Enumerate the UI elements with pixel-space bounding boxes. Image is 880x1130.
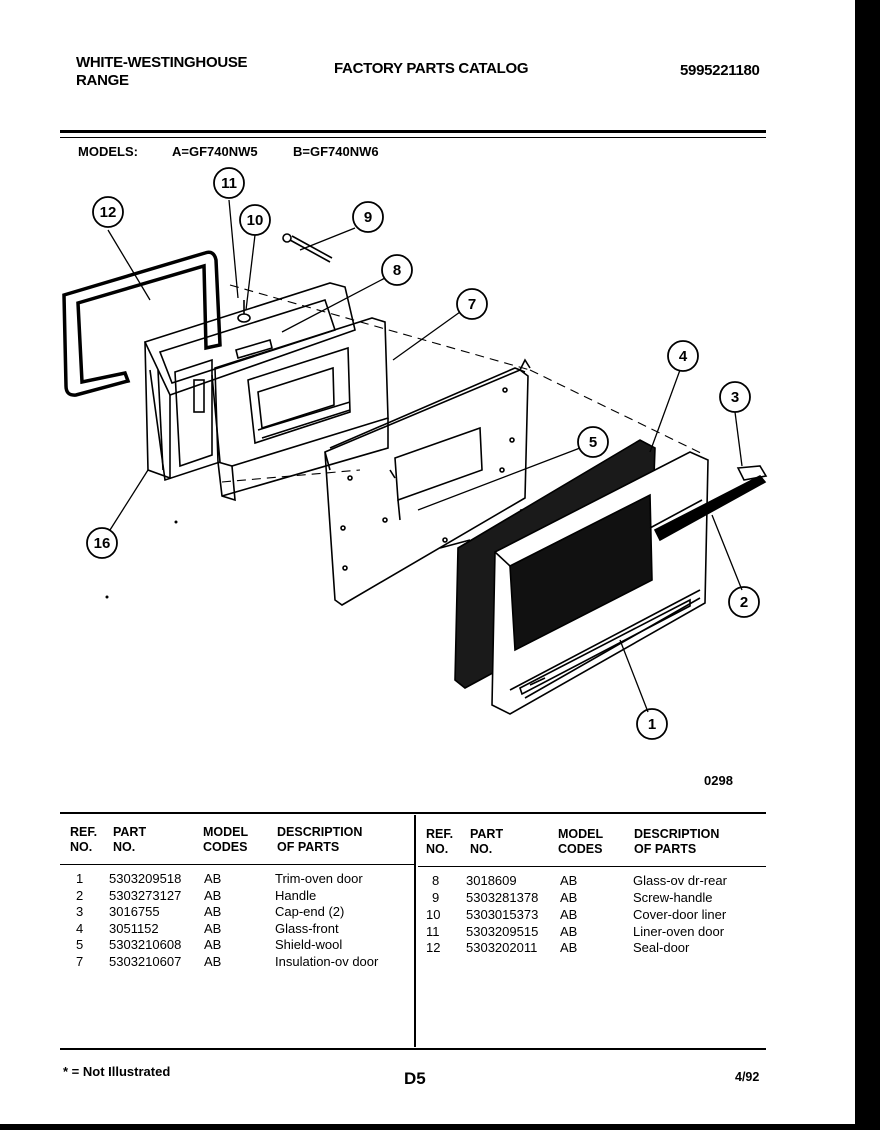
part-cap-end bbox=[736, 465, 768, 481]
not-illustrated-note: * = Not Illustrated bbox=[63, 1064, 171, 1079]
header-rule-thick bbox=[60, 130, 766, 133]
part-liner-oven-door bbox=[143, 282, 356, 482]
callout-1: 1 bbox=[648, 716, 656, 733]
part-handle bbox=[649, 474, 767, 542]
callout-12: 12 bbox=[100, 204, 117, 221]
part-screw-handle bbox=[282, 233, 333, 263]
exploded-parts-diagram: 12 11 10 9 8 7 5 4 3 2 1 16 bbox=[62, 167, 768, 740]
callout-3: 3 bbox=[731, 389, 739, 406]
page-edge-bottom bbox=[0, 1124, 880, 1130]
model-a: A=GF740NW5 bbox=[172, 144, 258, 159]
revision-date: 4/92 bbox=[735, 1070, 760, 1084]
left-header-ref: REF.NO. bbox=[70, 825, 98, 854]
callout-11: 11 bbox=[221, 175, 237, 192]
model-b: B=GF740NW6 bbox=[293, 144, 379, 159]
page-number: D5 bbox=[404, 1069, 426, 1088]
header-rule-thin bbox=[60, 137, 766, 138]
models-label: MODELS: bbox=[78, 144, 138, 159]
callout-10: 10 bbox=[247, 212, 264, 229]
callout-8: 8 bbox=[393, 262, 401, 279]
brand-line-2: RANGE bbox=[76, 72, 129, 89]
callout-9: 9 bbox=[364, 209, 372, 226]
callout-2: 2 bbox=[740, 594, 748, 611]
diagram-code: 0298 bbox=[704, 773, 733, 788]
catalog-number: 5995221180 bbox=[680, 62, 760, 79]
catalog-title: FACTORY PARTS CATALOG bbox=[334, 60, 529, 77]
part-glass-rear bbox=[214, 317, 389, 502]
right-header-ref: REF.NO. bbox=[426, 827, 454, 856]
table-header-rule-right bbox=[418, 866, 766, 867]
callout-16: 16 bbox=[94, 535, 111, 552]
leader-lines bbox=[107, 199, 743, 713]
part-cover-door-liner bbox=[235, 300, 273, 360]
callout-4: 4 bbox=[679, 348, 688, 365]
callout-5: 5 bbox=[589, 434, 597, 451]
brand-line-1: WHITE-WESTINGHOUSE bbox=[76, 54, 248, 71]
table-top-rule bbox=[60, 812, 766, 814]
table-header-rule-left bbox=[60, 864, 414, 865]
part-seal-door bbox=[62, 250, 222, 397]
callout-7: 7 bbox=[468, 296, 476, 313]
table-bottom-rule bbox=[60, 1048, 766, 1050]
table-divider bbox=[414, 815, 416, 1047]
callout-circles bbox=[86, 167, 760, 740]
part-trim-oven-door bbox=[491, 451, 709, 715]
part-insulation-ov-door bbox=[324, 358, 531, 606]
page-edge-right bbox=[855, 0, 880, 1130]
